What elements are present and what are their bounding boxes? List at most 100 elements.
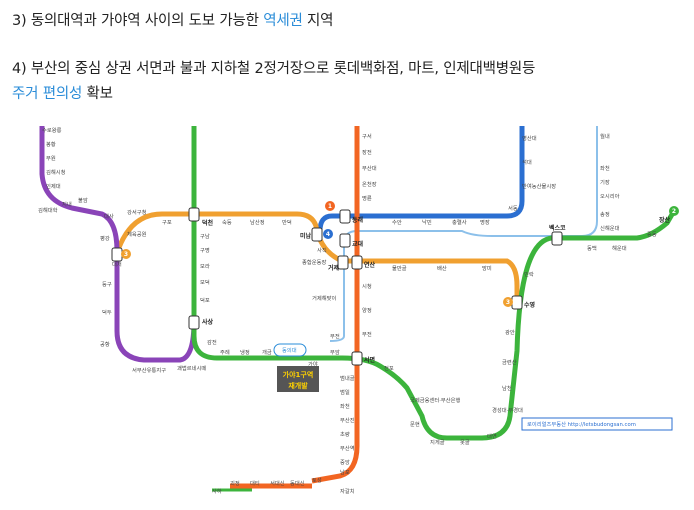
station-label: 거제해맞이 <box>312 294 336 302</box>
station-label: 덕포 <box>200 297 210 304</box>
station-label: 국제금융센터·부산은행 <box>410 396 461 404</box>
gimhae-line-path <box>39 126 197 363</box>
station-label: 시청 <box>362 283 372 290</box>
intro-line-3-suffix: 확보 <box>82 86 113 102</box>
station-label: 주례 <box>220 348 230 356</box>
station-label: 남천 <box>502 384 512 392</box>
station-label: 범일 <box>340 388 350 396</box>
intro-line-2: 4) 부산의 중심 상권 서면과 불과 지하철 2정거장으로 롯데백화점, 마트… <box>12 61 536 77</box>
station-label: 기장 <box>600 178 610 186</box>
intro-line-3-highlight: 주거 편의성 <box>12 86 83 102</box>
station-label: 전포 <box>384 365 394 372</box>
station-label: 부산대 <box>362 164 377 172</box>
station-label: 물만골 <box>392 264 407 272</box>
station-gyodae-marker <box>339 233 351 248</box>
station-label: 석대 <box>522 158 532 166</box>
line3-path <box>114 211 520 301</box>
station-label: 수안 <box>392 219 402 226</box>
redevelopment-title-1: 가야1구역 <box>283 370 314 379</box>
station-label: 초량 <box>340 431 350 438</box>
station-label: 반여농산물시장 <box>522 182 556 190</box>
station-label: 장산 <box>659 216 671 224</box>
station-label: 냉정 <box>240 348 250 356</box>
station-label: 망미 <box>482 264 492 272</box>
line4-badge <box>323 229 333 239</box>
station-label: 사직 <box>317 246 327 254</box>
station-label: 송정 <box>600 210 610 218</box>
station-label-seomyeon: 서면 <box>364 356 375 364</box>
line2-path <box>191 126 677 441</box>
station-label-dongnae: 동래 <box>352 216 364 224</box>
station-label: 모덕 <box>200 279 210 286</box>
station-label: 봉황 <box>46 140 56 148</box>
station-label: 김해대학 <box>38 206 58 214</box>
redevelopment-title-2: 재개발 <box>288 381 308 390</box>
station-label: 모라 <box>200 262 210 270</box>
station-label: 감전 <box>207 339 217 346</box>
station-label: 강서구청 <box>127 208 147 216</box>
intro-line-1-prefix: 3) 동의대역과 가야역 사이의 도보 가능한 <box>12 13 264 29</box>
station-label: 괴정 <box>230 479 240 487</box>
station-label: 해운대 <box>612 244 627 252</box>
watermark-text: 로이리얼즈부동산 http://letsbudongsan.com <box>527 420 636 428</box>
station-label-suyeong: 수영 <box>524 301 535 309</box>
station-label: 부전 <box>362 331 372 338</box>
station-sasang-marker <box>188 315 200 330</box>
station-label: 경성대·부경대 <box>492 406 523 414</box>
station-seomyeon-marker <box>351 351 363 366</box>
station-deokcheon-marker <box>188 207 200 222</box>
callout-next: 가야 <box>308 360 318 368</box>
subway-map-svg: 1 2 3 4 3 동의대 가야 가야1구역 재개발 구서 장전 부산대 온천장… <box>38 126 679 495</box>
line4-path <box>317 126 525 236</box>
station-label: 영산대 <box>522 134 537 142</box>
station-label: 구남 <box>200 232 210 240</box>
station-label-yeonsan: 연산 <box>364 261 376 269</box>
station-bexco-marker <box>551 231 563 246</box>
callout-bubble <box>273 343 307 357</box>
station-label: 대티 <box>250 479 260 487</box>
station-label: 서부산유통지구 <box>132 366 166 374</box>
station-label: 종합운동장 <box>302 258 326 266</box>
station-label: 동대신 <box>290 479 305 487</box>
station-label: 평강 <box>100 235 110 242</box>
station-label: 인제대 <box>46 182 61 190</box>
line2-badge-text: 2 <box>672 208 676 215</box>
line1-path <box>311 126 360 484</box>
station-label-gyodae: 교대 <box>352 240 364 248</box>
line4-badge-text: 4 <box>326 231 330 238</box>
station-label: 구포 <box>162 219 172 226</box>
intro-line-3: 주거 편의성 확보 <box>12 82 113 103</box>
station-label: 오시리아 <box>600 192 620 200</box>
station-label: 낙민 <box>422 218 432 226</box>
station-label: 광안 <box>505 329 515 336</box>
station-label: 괘법르네시떼 <box>177 364 206 372</box>
station-label: 장전 <box>362 149 372 156</box>
subway-map: 1 2 3 4 3 동의대 가야 가야1구역 재개발 구서 장전 부산대 온천장… <box>12 126 682 496</box>
station-label: 민락 <box>524 270 534 278</box>
station-label: 신해운대 <box>600 224 620 232</box>
station-label: 불암 <box>78 196 88 204</box>
intro-line-1: 3) 동의대역과 가야역 사이의 도보 가능한 역세권 지역 <box>12 9 334 30</box>
station-label-minam: 미남 <box>300 232 312 240</box>
callout-station: 동의대 <box>282 346 297 354</box>
station-label: 금련산 <box>502 358 517 366</box>
line1-badge-text: 1 <box>328 203 332 210</box>
line3-badge-suyeong-text: 3 <box>506 299 510 306</box>
station-label: 대사 <box>104 212 114 220</box>
station-label: 동백 <box>587 244 597 252</box>
station-label: 대연 <box>487 432 497 440</box>
station-markers <box>111 207 563 366</box>
station-geoje-marker <box>337 255 349 270</box>
station-labels: 구서 장전 부산대 온천장 명륜 동래 교대 연산 시청 양정 부전 서면 범내… <box>38 126 671 495</box>
station-label: 부암 <box>330 348 340 356</box>
line3-badge-suyeong <box>503 297 513 307</box>
station-label: 양정 <box>362 306 372 314</box>
watermark-box <box>521 417 673 431</box>
station-label-deokcheon: 덕천 <box>202 219 214 227</box>
station-label: 덕두 <box>102 309 112 316</box>
station-yeonsan-marker <box>351 255 363 270</box>
station-label: 명장 <box>480 219 490 226</box>
station-label: 지내 <box>62 200 72 208</box>
station-label: 서대신 <box>270 479 285 487</box>
station-label: 만덕 <box>282 218 292 226</box>
